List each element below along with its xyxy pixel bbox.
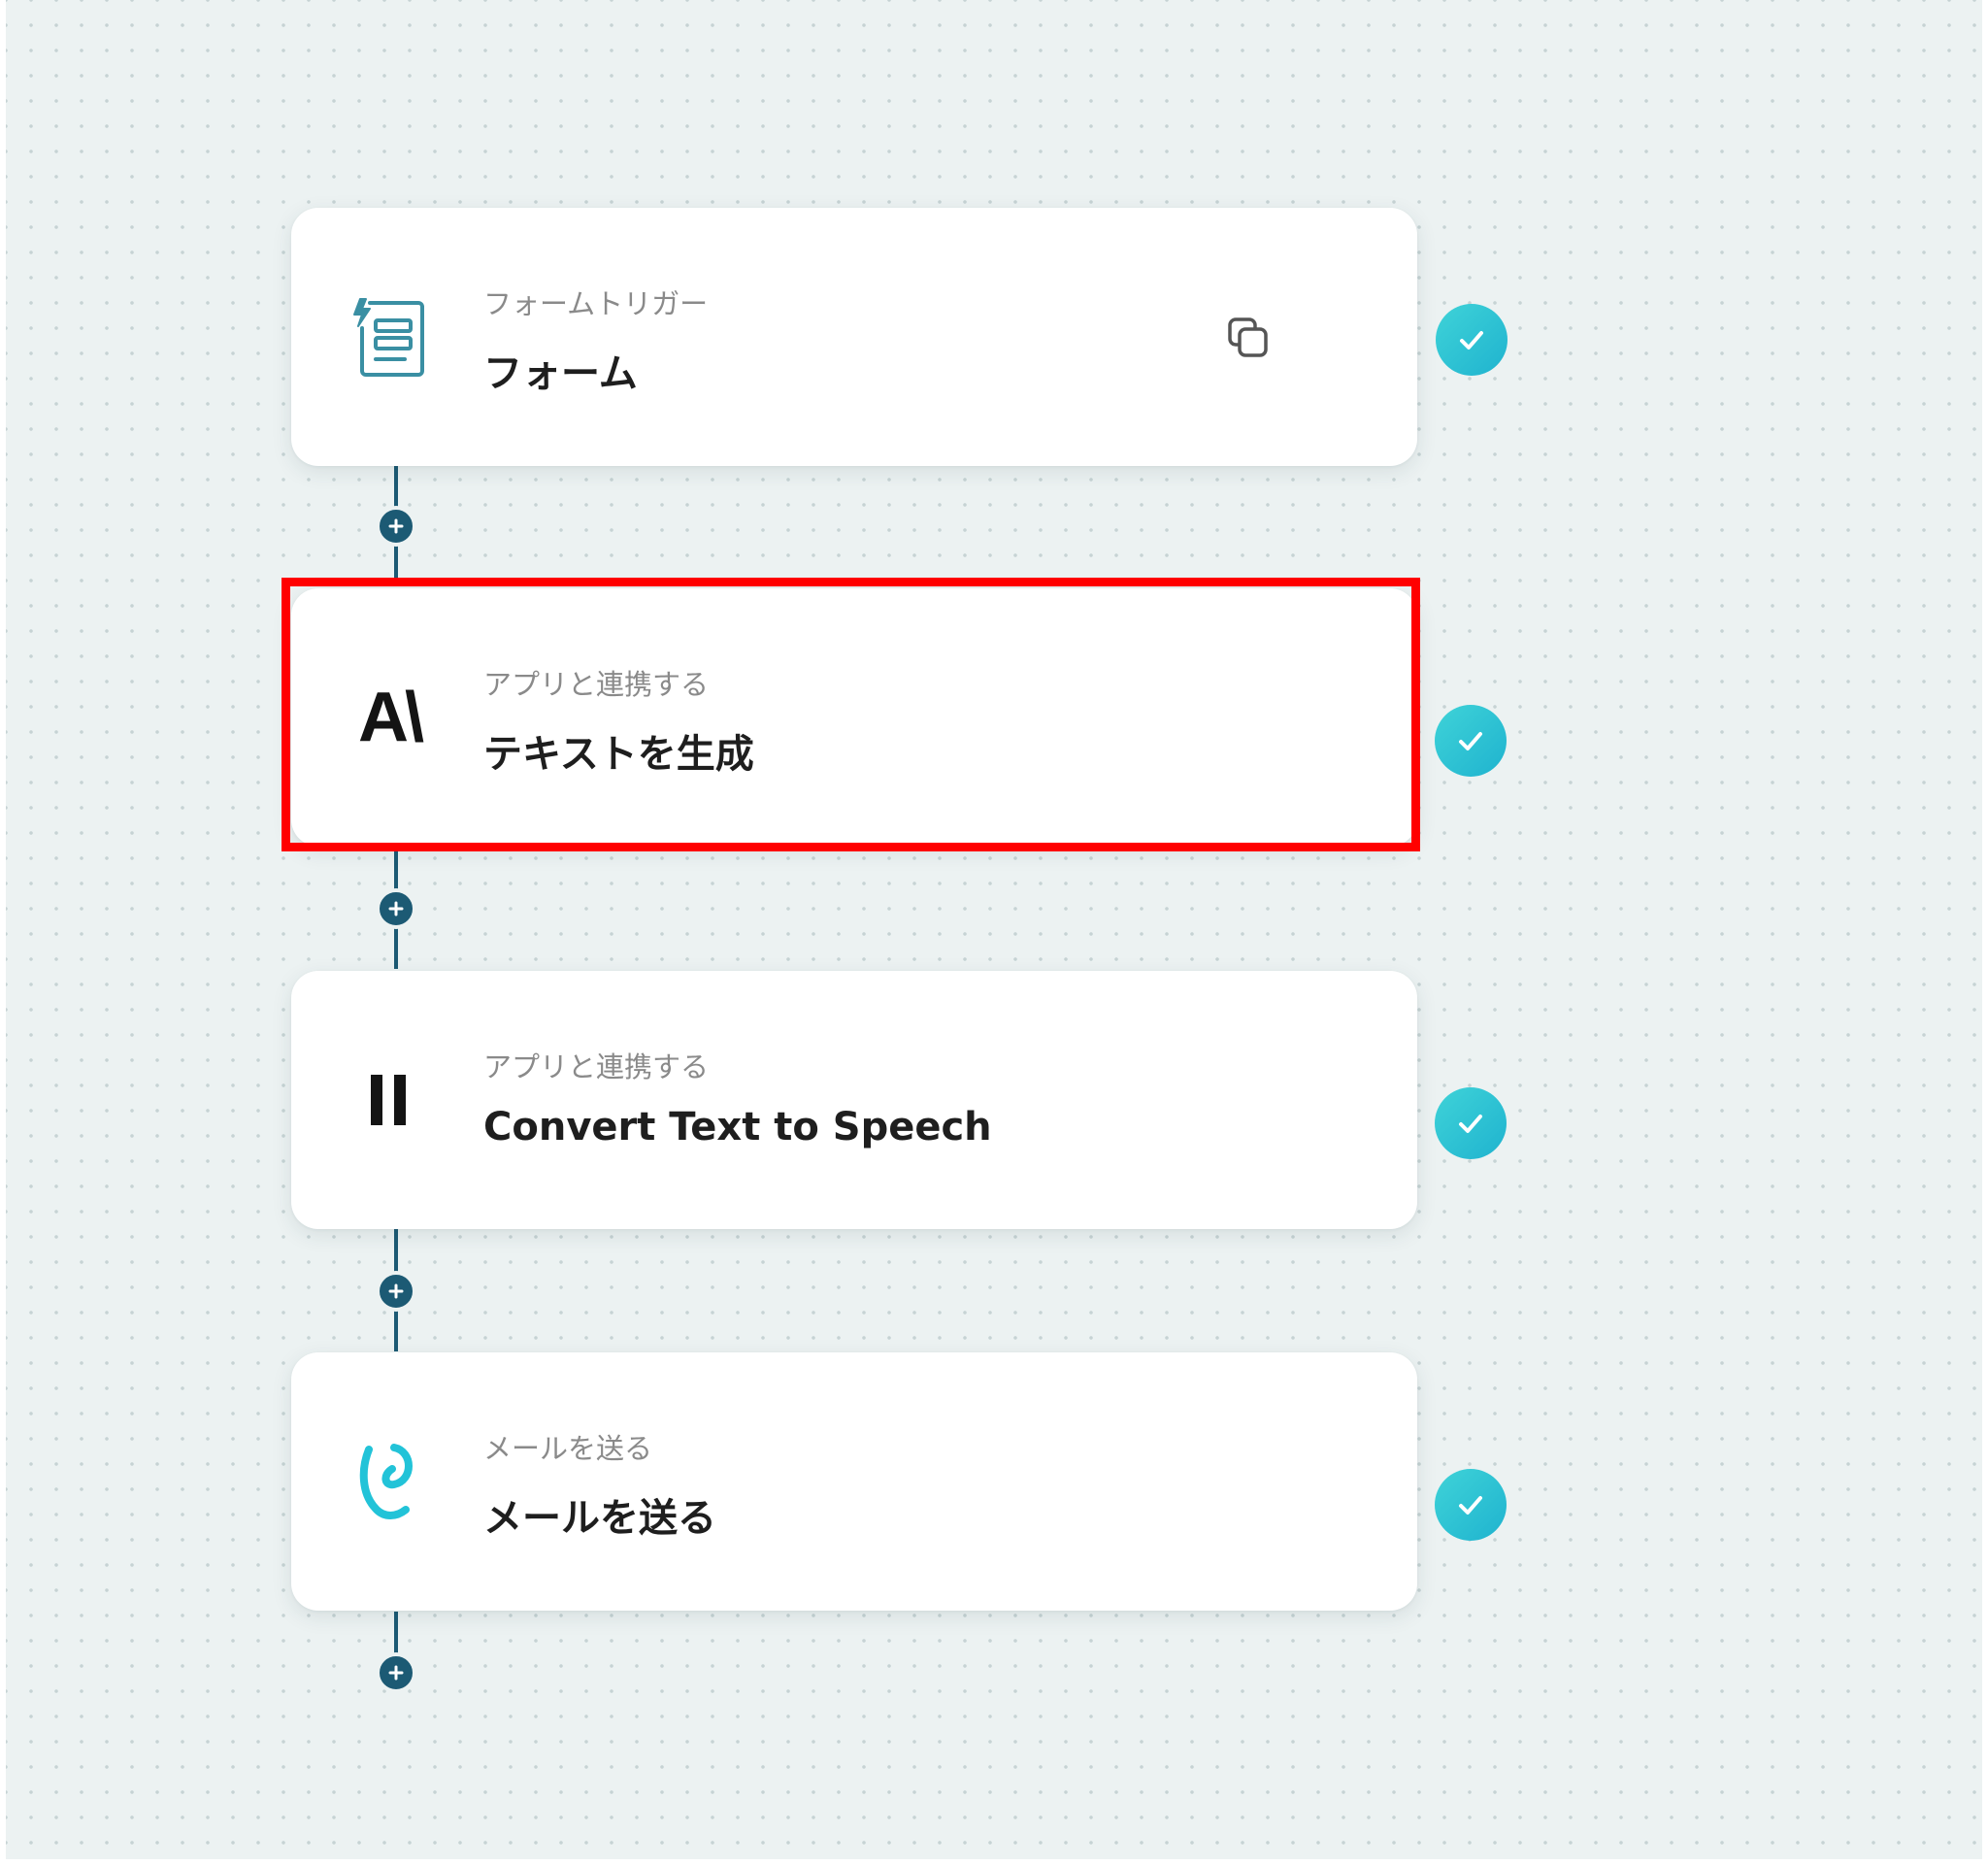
step-type-label: アプリと連携する <box>483 668 710 701</box>
step-type-label: アプリと連携する <box>483 1050 710 1083</box>
completed-check-icon <box>1435 1087 1507 1159</box>
add-step-button[interactable] <box>376 1652 416 1693</box>
mail-logo-icon <box>348 1440 431 1523</box>
step-card-text-to-speech[interactable]: アプリと連携する Convert Text to Speech <box>291 971 1417 1229</box>
copy-button[interactable] <box>1219 309 1277 367</box>
completed-check-icon <box>1435 1469 1507 1541</box>
step-type-label: メールを送る <box>483 1432 653 1465</box>
copy-icon <box>1228 317 1268 357</box>
form-trigger-icon <box>348 295 431 379</box>
add-step-button[interactable] <box>376 506 416 547</box>
step-title: フォーム <box>483 351 638 396</box>
elevenlabs-logo-icon <box>348 1058 431 1142</box>
step-card-send-mail[interactable]: メールを送る メールを送る <box>291 1352 1417 1611</box>
plus-icon <box>388 1283 404 1299</box>
add-step-button[interactable] <box>376 888 416 929</box>
plus-icon <box>388 901 404 916</box>
step-card-form-trigger[interactable]: フォームトリガー フォーム <box>291 208 1417 466</box>
anthropic-logo-icon: A\ <box>358 679 424 756</box>
workflow-canvas: フォームトリガー フォーム A\ アプリと連携する テキストを生成 アプリと連携… <box>6 0 1982 1859</box>
completed-check-icon <box>1436 304 1508 376</box>
add-step-button[interactable] <box>376 1271 416 1312</box>
step-type-label: フォームトリガー <box>483 287 709 320</box>
plus-icon <box>388 518 404 534</box>
completed-check-icon <box>1435 705 1507 777</box>
connector-line <box>394 1612 398 1670</box>
step-title: メールを送る <box>483 1496 716 1541</box>
step-card-generate-text[interactable]: A\ アプリと連携する テキストを生成 <box>291 588 1417 847</box>
step-title: テキストを生成 <box>483 732 754 777</box>
plus-icon <box>388 1665 404 1681</box>
step-title: Convert Text to Speech <box>483 1105 992 1149</box>
